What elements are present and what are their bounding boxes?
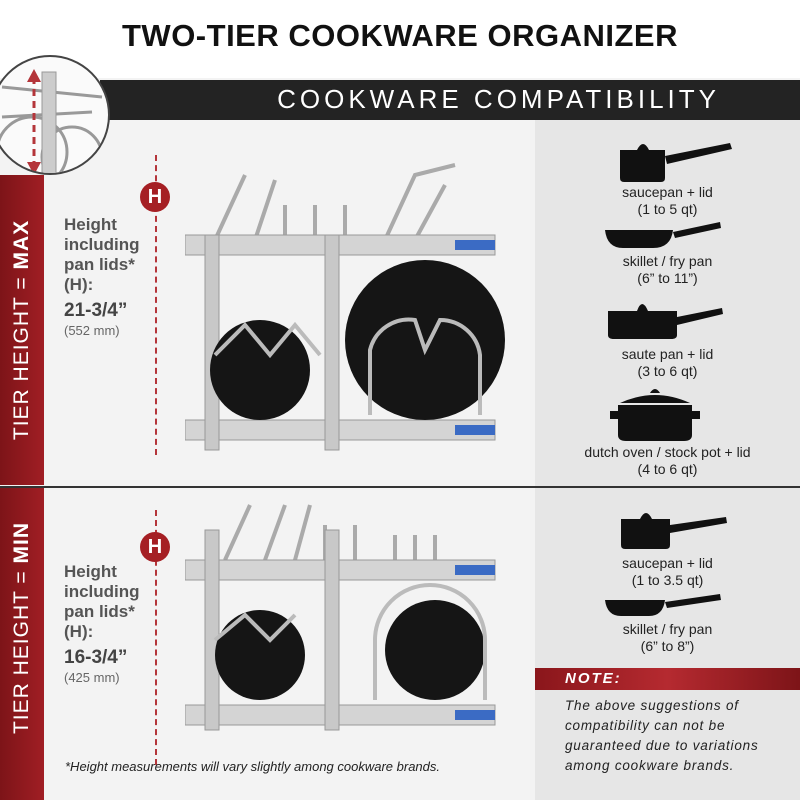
height-line: Height (64, 562, 117, 581)
height-metric: (552 mm) (64, 323, 120, 338)
height-line: including (64, 582, 140, 601)
saucepan-icon (621, 513, 727, 549)
height-line: pan lids* (64, 602, 135, 621)
section-divider (0, 486, 800, 488)
side-label-max: TIER HEIGHT = MAX (10, 219, 33, 441)
cookware-item: dutch oven / stock pot + lid(4 to 6 qt) (584, 444, 751, 477)
height-info-max: Height including pan lids* (H): 21-3/4” … (64, 215, 140, 341)
height-value: 16-3/4” (64, 647, 128, 668)
height-line: (H): (64, 622, 94, 641)
cookware-item: saucepan + lid(1 to 5 qt) (622, 184, 713, 217)
cookware-item: saucepan + lid(1 to 3.5 qt) (622, 555, 713, 588)
height-adjust-icon (0, 69, 104, 173)
height-metric: (425 mm) (64, 670, 120, 685)
side-strip-max: TIER HEIGHT = MAX (0, 175, 44, 485)
note-bar (535, 668, 800, 690)
cookware-item: skillet / fry pan(6” to 8”) (622, 621, 713, 654)
organizer-image-min (185, 504, 496, 731)
height-dimension-line-min (155, 510, 157, 765)
adjustment-detail-inset (0, 55, 110, 175)
organizer-image-max (185, 163, 505, 451)
height-line: (H): (64, 275, 94, 294)
skillet-icon (605, 594, 721, 616)
banner-band (100, 80, 800, 120)
height-value: 21-3/4” (64, 300, 128, 321)
title-background (0, 0, 800, 78)
height-badge-min: H (140, 532, 170, 562)
cookware-item: skillet / fry pan(6” to 11”) (622, 253, 713, 286)
banner-title: COOKWARE COMPATIBILITY (277, 84, 720, 114)
cookware-item: saute pan + lid(3 to 6 qt) (621, 346, 714, 379)
dutch-oven-icon (610, 389, 700, 441)
footnote: *Height measurements will vary slightly … (65, 759, 440, 774)
note-text: The above suggestions of compatibility c… (565, 698, 759, 773)
height-info-min: Height including pan lids* (H): 16-3/4” … (64, 562, 140, 688)
side-strip-min: TIER HEIGHT = MIN (0, 488, 44, 800)
height-line: including (64, 235, 140, 254)
height-dimension-line-max (155, 155, 157, 455)
page-title: TWO-TIER COOKWARE ORGANIZER (122, 18, 678, 53)
height-line: Height (64, 215, 117, 234)
saucepan-icon (620, 143, 732, 182)
saute-pan-icon (608, 304, 723, 339)
side-label-min: TIER HEIGHT = MIN (10, 521, 33, 735)
height-line: pan lids* (64, 255, 135, 274)
height-badge-max: H (140, 182, 170, 212)
skillet-icon (605, 222, 721, 248)
note-label: NOTE: (565, 670, 622, 687)
